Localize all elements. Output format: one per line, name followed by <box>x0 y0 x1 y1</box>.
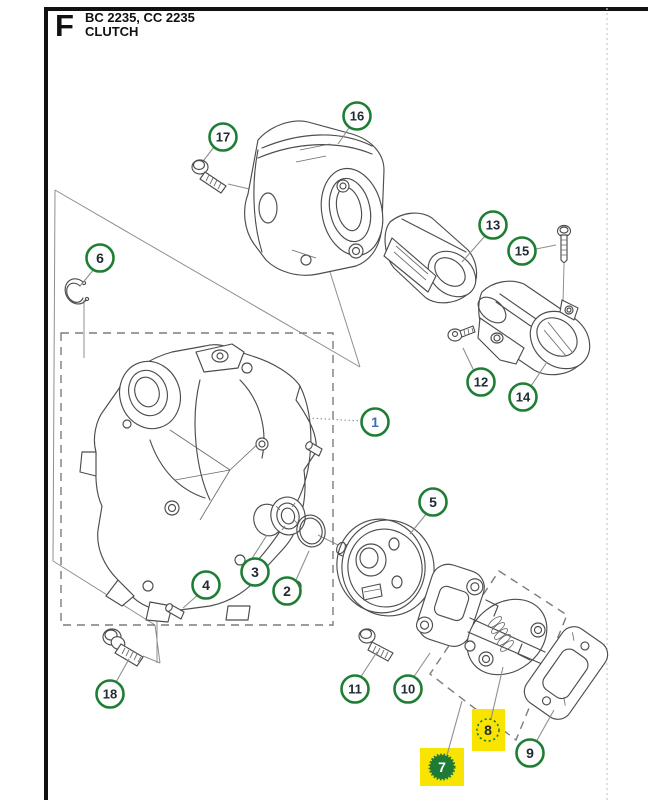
leader-line-15 <box>535 244 557 250</box>
part-washer-plate-10 <box>415 563 485 647</box>
callout-number-11: 11 <box>348 682 362 697</box>
part-pin-4 <box>165 603 185 620</box>
leader-line-12 <box>462 347 475 372</box>
callout-number-7: 7 <box>438 759 446 775</box>
callout-circle-11[interactable] <box>340 674 370 704</box>
leader-line-5 <box>409 512 428 535</box>
part-screw-15 <box>556 224 572 264</box>
callout-10[interactable]: 10 <box>393 652 431 704</box>
callout-number-6: 6 <box>96 250 104 266</box>
callout-number-10: 10 <box>401 682 415 697</box>
part-clutch-drum-5 <box>336 518 435 617</box>
callout-number-18: 18 <box>103 687 117 702</box>
leader-line-8 <box>490 666 504 720</box>
part-screw-12 <box>447 325 476 342</box>
callout-number-17: 17 <box>216 130 230 145</box>
callout-circle-9[interactable] <box>515 738 545 768</box>
callout-17[interactable]: 17 <box>203 122 238 161</box>
callout-number-3: 3 <box>251 564 259 580</box>
leader-line-4 <box>182 593 200 609</box>
leader-line-18 <box>114 658 130 685</box>
part-screw-17 <box>191 159 227 194</box>
callout-circle-6[interactable] <box>85 243 115 273</box>
callout-6[interactable]: 6 <box>79 243 115 287</box>
part-screw-18 <box>102 628 144 667</box>
callout-4[interactable]: 4 <box>182 570 221 609</box>
callout-number-8: 8 <box>484 722 492 738</box>
callout-number-14: 14 <box>516 390 531 405</box>
callout-1[interactable]: 1 <box>307 407 390 437</box>
callout-circle-10[interactable] <box>393 674 423 704</box>
callout-circle-5[interactable] <box>418 487 448 517</box>
callout-number-16: 16 <box>350 109 364 124</box>
callout-circle-18[interactable] <box>95 679 125 709</box>
leader-line-6 <box>79 267 96 287</box>
leader-line-9 <box>535 709 555 743</box>
part-housing-14 <box>477 280 591 376</box>
assembly-1-dashed-box <box>60 332 334 626</box>
callout-number-9: 9 <box>526 745 534 761</box>
leader-line-2 <box>295 550 310 581</box>
callout-circle-17[interactable] <box>208 122 238 152</box>
callout-circle-2[interactable] <box>272 576 302 606</box>
leader-line-13 <box>461 235 486 263</box>
part-dowel-pin <box>305 441 323 457</box>
callout-16[interactable]: 16 <box>337 101 372 145</box>
leader-line-11 <box>359 651 378 679</box>
callout-circle-14[interactable] <box>508 382 538 412</box>
model-names: BC 2235, CC 2235 <box>85 10 195 25</box>
callout-15[interactable]: 15 <box>507 236 557 266</box>
leader-line-3 <box>250 534 268 561</box>
callout-circle-15[interactable] <box>507 236 537 266</box>
callout-number-13: 13 <box>486 218 500 233</box>
section-letter: F <box>55 8 74 43</box>
callout-number-12: 12 <box>474 375 488 390</box>
callout-7[interactable]: 7 <box>420 700 464 786</box>
callout-circle-1[interactable] <box>360 407 390 437</box>
part-sleeve-13 <box>383 212 478 304</box>
part-ring-2 <box>296 514 326 548</box>
part-screw-11 <box>358 628 394 662</box>
callout-circle-3[interactable] <box>240 557 270 587</box>
page-border-left <box>44 7 48 800</box>
part-clutch-assembly-8 <box>464 598 548 676</box>
callout-11[interactable]: 11 <box>340 651 378 704</box>
part-housing-cover-16 <box>244 120 385 276</box>
part-gasket-9 <box>523 626 609 720</box>
leader-line-14 <box>530 361 548 387</box>
callout-circle-12[interactable] <box>466 367 496 397</box>
callout-circle-13[interactable] <box>478 210 508 240</box>
callout-18[interactable]: 18 <box>95 658 130 709</box>
callout-12[interactable]: 12 <box>462 347 496 397</box>
callout-number-2: 2 <box>283 583 291 599</box>
leader-line-1 <box>307 417 363 422</box>
callout-circle-7[interactable] <box>428 753 456 781</box>
callout-number-15: 15 <box>515 244 529 259</box>
leader-line-10 <box>412 652 431 679</box>
callout-number-4: 4 <box>202 577 210 593</box>
diagram-title: CLUTCH <box>85 24 139 39</box>
callout-14[interactable]: 14 <box>508 361 548 412</box>
part-bearing-3 <box>270 496 306 536</box>
leader-line-17 <box>203 146 215 161</box>
leader-line-16 <box>337 127 350 145</box>
callout-3[interactable]: 3 <box>240 534 270 587</box>
leader-line-7 <box>446 700 463 756</box>
callout-number-5: 5 <box>429 494 437 510</box>
callout-circle-8[interactable] <box>476 718 500 742</box>
part-circlip-6 <box>64 278 90 305</box>
callout-2[interactable]: 2 <box>272 550 310 606</box>
callout-circle-16[interactable] <box>342 101 372 131</box>
page-border-top <box>44 7 648 11</box>
callout-13[interactable]: 13 <box>461 210 508 263</box>
callout-circle-4[interactable] <box>191 570 221 600</box>
callout-9[interactable]: 9 <box>515 709 555 768</box>
callout-5[interactable]: 5 <box>409 487 448 535</box>
callout-8[interactable]: 8 <box>472 666 505 751</box>
callout-number-1: 1 <box>371 414 379 430</box>
